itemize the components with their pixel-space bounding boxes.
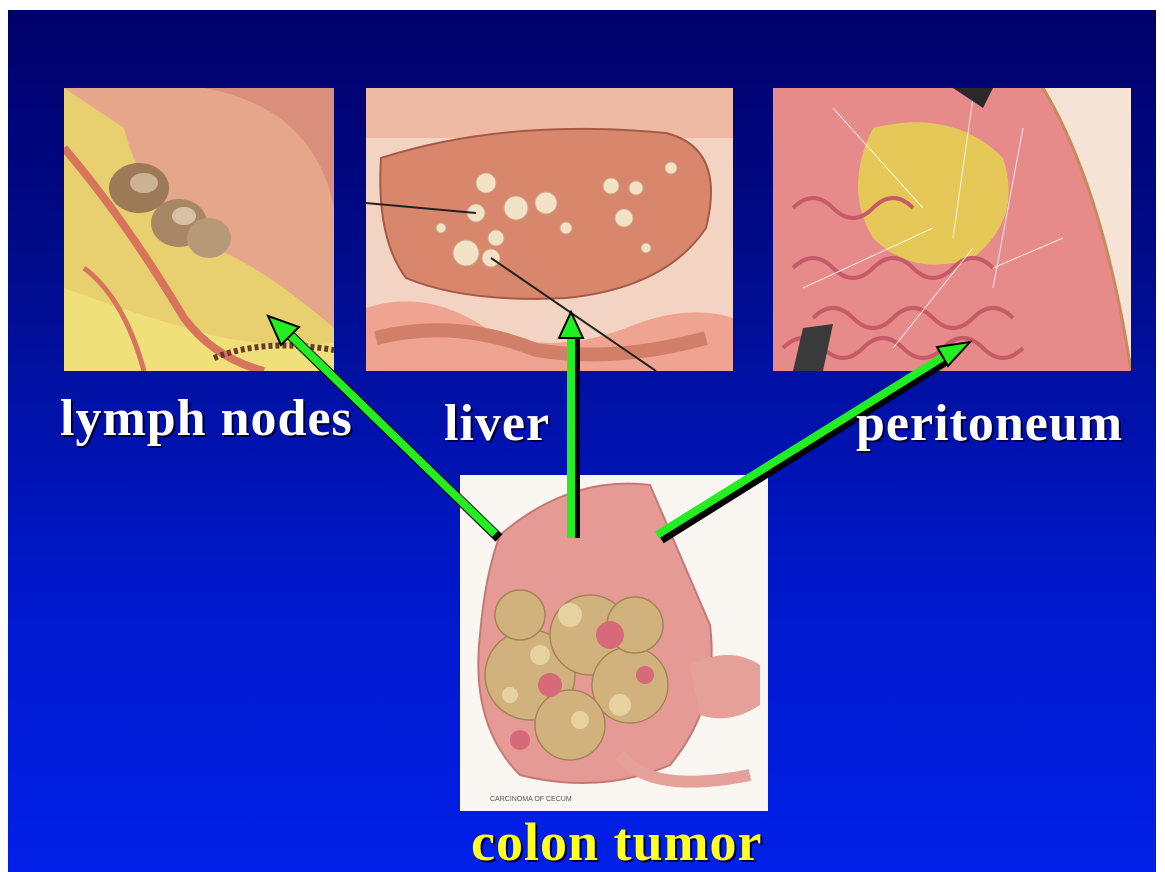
colon-caption: CARCINOMA OF CECUM (490, 796, 572, 803)
lymph-nodes-illustration (64, 88, 334, 371)
label-colon-tumor: colon tumor (471, 815, 762, 869)
peritoneum-illustration (773, 88, 1131, 371)
liver-illustration (366, 88, 733, 371)
label-liver: liver (444, 398, 550, 450)
label-lymph-nodes: lymph nodes (60, 393, 353, 445)
label-peritoneum: peritoneum (856, 398, 1123, 450)
colon-tumor-illustration: CARCINOMA OF CECUM (460, 475, 768, 811)
